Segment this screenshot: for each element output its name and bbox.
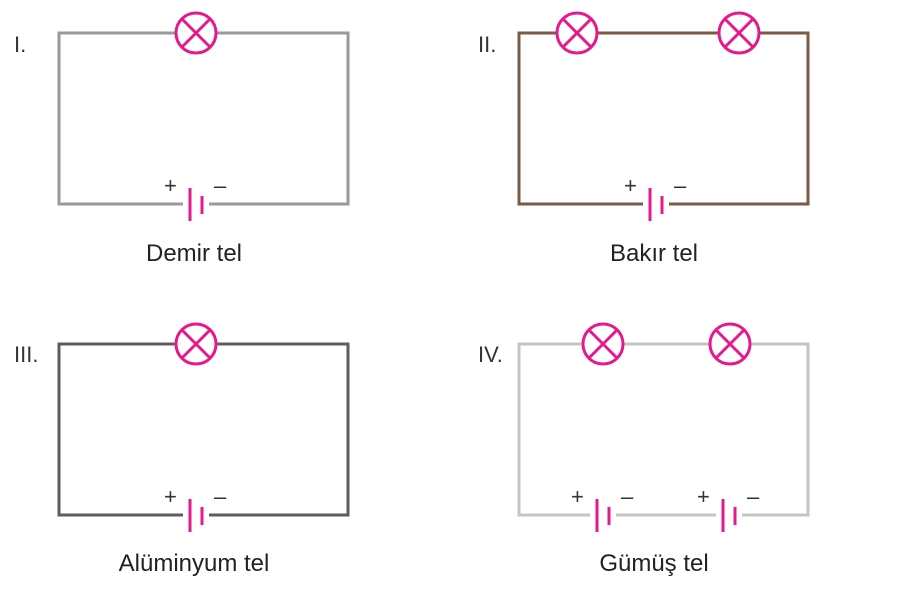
circuit-1-caption: Demir tel	[146, 240, 242, 267]
battery-icon: + –	[571, 484, 634, 534]
battery-icon: + –	[624, 173, 687, 223]
circuit-3-wire	[57, 342, 350, 517]
battery-minus-label: –	[214, 173, 227, 198]
circuit-4: IV. + – + – Gümüş tel	[478, 322, 810, 577]
circuit-3-caption: Alüminyum tel	[119, 550, 270, 577]
bulb-icon	[581, 322, 625, 366]
battery-plus-label: +	[571, 484, 584, 509]
battery-plus-label: +	[697, 484, 710, 509]
circuit-2-caption: Bakır tel	[610, 240, 698, 267]
circuit-4-wire	[517, 342, 810, 517]
circuit-1-numeral: I.	[14, 32, 26, 57]
battery-minus-label: –	[214, 484, 227, 509]
battery-minus-label: –	[747, 484, 760, 509]
battery-icon: + –	[164, 484, 227, 534]
battery-icon: + –	[697, 484, 760, 534]
circuit-2-numeral: II.	[478, 32, 496, 57]
circuit-1: I. + – Demir tel	[14, 11, 350, 267]
bulb-icon	[174, 322, 218, 366]
battery-plus-label: +	[624, 173, 637, 198]
circuit-4-caption: Gümüş tel	[599, 550, 708, 577]
circuit-4-numeral: IV.	[478, 342, 503, 367]
battery-minus-label: –	[674, 173, 687, 198]
battery-icon: + –	[164, 173, 227, 223]
circuit-3: III. + – Alüminyum tel	[14, 322, 350, 577]
circuit-2: II. + – Bakır tel	[478, 11, 810, 267]
circuit-2-wire	[517, 31, 810, 206]
bulb-icon	[555, 11, 599, 55]
battery-minus-label: –	[621, 484, 634, 509]
circuit-1-wire	[57, 31, 350, 206]
bulb-icon	[174, 11, 218, 55]
battery-plus-label: +	[164, 484, 177, 509]
battery-plus-label: +	[164, 173, 177, 198]
bulb-icon	[708, 322, 752, 366]
circuit-3-numeral: III.	[14, 342, 38, 367]
bulb-icon	[717, 11, 761, 55]
